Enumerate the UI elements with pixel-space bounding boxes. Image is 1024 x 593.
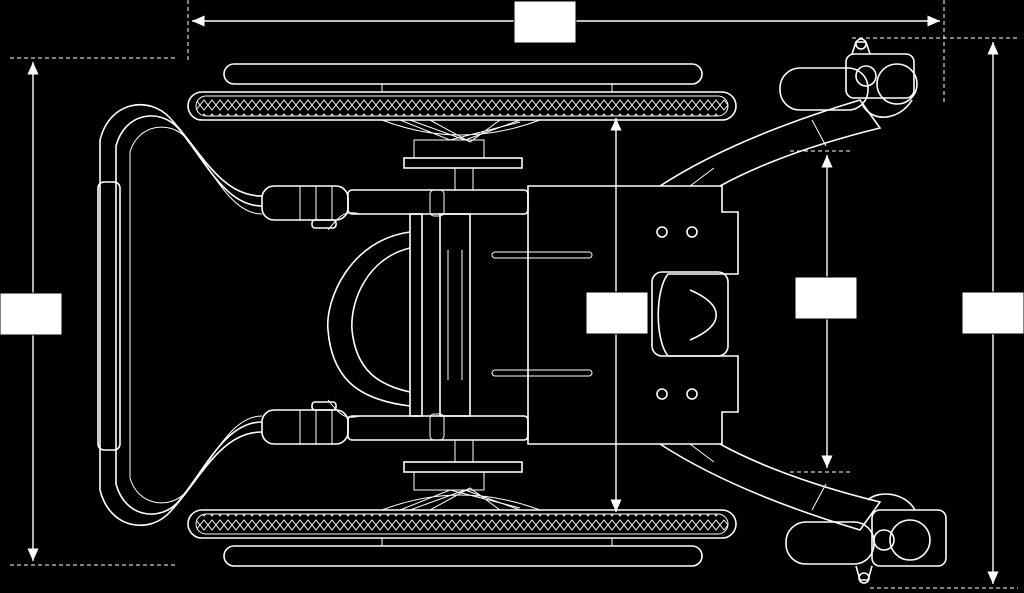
- front-frame-top: [659, 99, 882, 187]
- front-frame-bottom: [659, 443, 882, 531]
- caster-bottom: [785, 493, 947, 584]
- wheelchair-frame: [327, 139, 739, 491]
- caster-top: [779, 38, 918, 118]
- label-box-caster-width: [961, 291, 1024, 335]
- dimension-seat-width: [790, 150, 858, 473]
- dimension-overall-length: [187, 0, 945, 104]
- dimension-caster-width: [852, 37, 1024, 589]
- label-box-wheel-track: [585, 291, 649, 335]
- rear-wheel-bottom: [187, 487, 737, 567]
- label-box-overall-length: [513, 0, 577, 44]
- dimension-overall-width: [0, 57, 175, 566]
- label-box-overall-width: [0, 292, 63, 336]
- push-handle: [97, 103, 263, 527]
- dimension-wheel-track: [585, 118, 649, 512]
- rear-wheel-top: [187, 63, 737, 143]
- label-box-seat-width: [794, 276, 858, 320]
